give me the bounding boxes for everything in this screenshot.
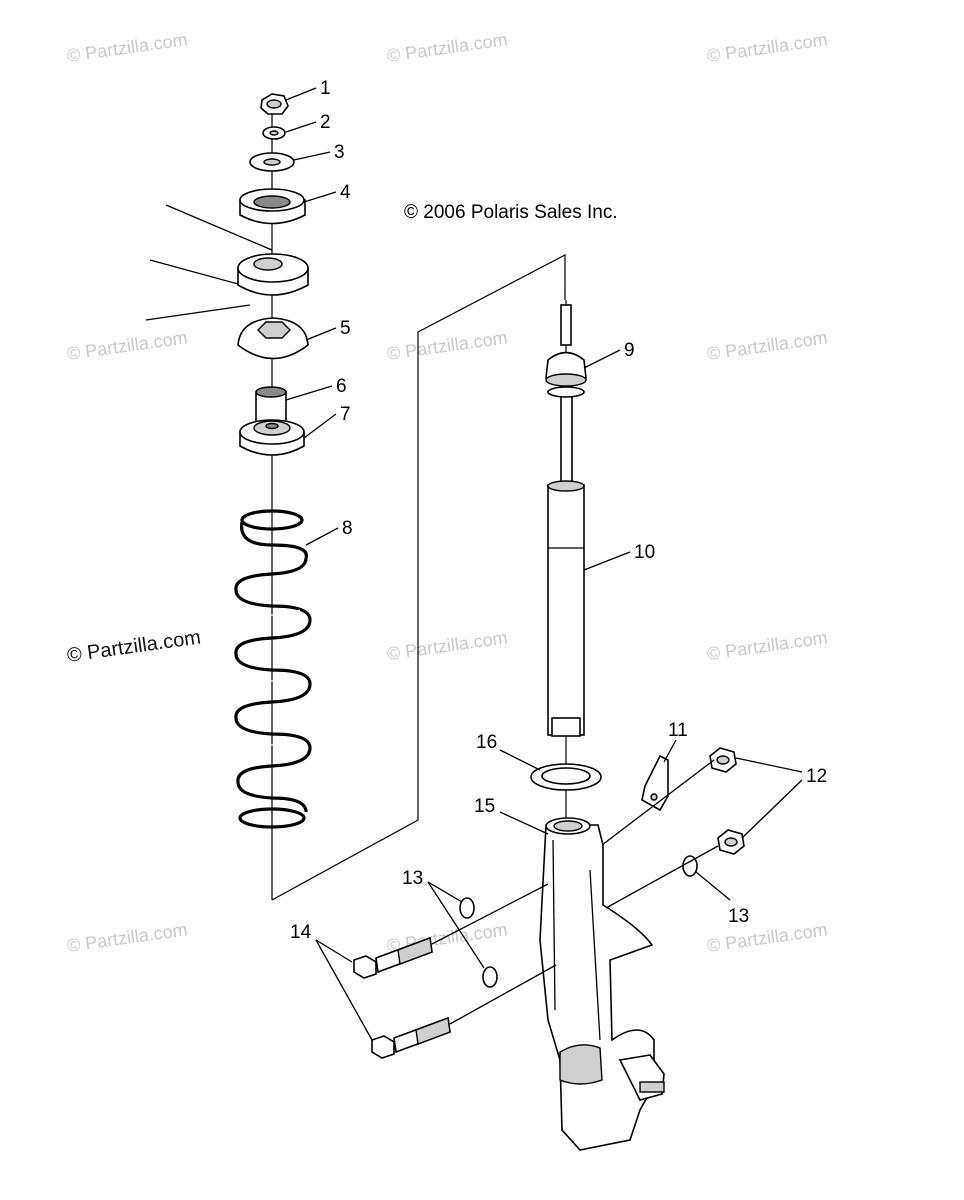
part-15-knuckle-housing: [539, 817, 665, 1151]
watermark: © Partzilla.com: [706, 327, 829, 364]
part-10-shock-absorber: [545, 304, 587, 737]
callout-7: 7: [340, 404, 351, 425]
watermark: © Partzilla.com: [386, 627, 509, 664]
callout-4: 4: [340, 182, 351, 203]
callout-3: 3: [334, 142, 345, 163]
callout-11: 11: [668, 720, 688, 741]
callout-13-left: 13: [402, 868, 423, 889]
callout-5: 5: [340, 318, 351, 339]
part-13-washers: [459, 855, 698, 988]
part-7-spring-seat: [239, 419, 305, 456]
watermarks: © Partzilla.com © Partzilla.com © Partzi…: [66, 29, 829, 956]
watermark: © Partzilla.com: [706, 919, 829, 956]
leader-lines: [285, 87, 803, 1041]
part-2-washer: [262, 126, 286, 140]
callout-8: 8: [342, 518, 353, 539]
copyright-notice: © 2006 Polaris Sales Inc.: [404, 202, 618, 223]
upper-mount-plate: [237, 253, 309, 296]
watermark: © Partzilla.com: [386, 29, 509, 66]
callout-12: 12: [806, 766, 827, 787]
part-8-coil-spring: [234, 509, 312, 829]
part-9-jounce-bumper: [545, 351, 587, 398]
watermark: © Partzilla.com: [66, 327, 189, 364]
watermark: © Partzilla.com: [386, 327, 509, 364]
callout-13-right: 13: [728, 906, 749, 927]
watermark: © Partzilla.com: [66, 29, 189, 66]
part-11-bracket-clip: [641, 754, 669, 812]
part-14-bolts: [353, 936, 451, 1059]
callout-14: 14: [290, 922, 312, 943]
callout-15: 15: [474, 796, 495, 817]
callout-6: 6: [336, 376, 347, 397]
callout-9: 9: [624, 340, 635, 361]
assembly-axes: [145, 105, 567, 901]
callout-16: 16: [476, 732, 497, 753]
part-4-bearing: [239, 188, 306, 225]
callouts: 1 2 3 4 5 6 7 8 9 10 11 12 13 13 14 15 1…: [290, 78, 827, 943]
callout-2: 2: [320, 112, 331, 133]
part-3-washer: [249, 152, 295, 172]
callout-1: 1: [320, 78, 331, 99]
watermark: © Partzilla.com: [706, 29, 829, 66]
watermark-dark: © Partzilla.com: [66, 626, 203, 667]
watermark: © Partzilla.com: [66, 919, 189, 956]
callout-10: 10: [634, 542, 655, 563]
watermark: © Partzilla.com: [706, 627, 829, 664]
part-1-nut: [260, 93, 289, 115]
part-12-nuts: [709, 747, 745, 855]
part-16-washer: [530, 763, 602, 791]
part-5-bumper-cup: [237, 317, 309, 360]
